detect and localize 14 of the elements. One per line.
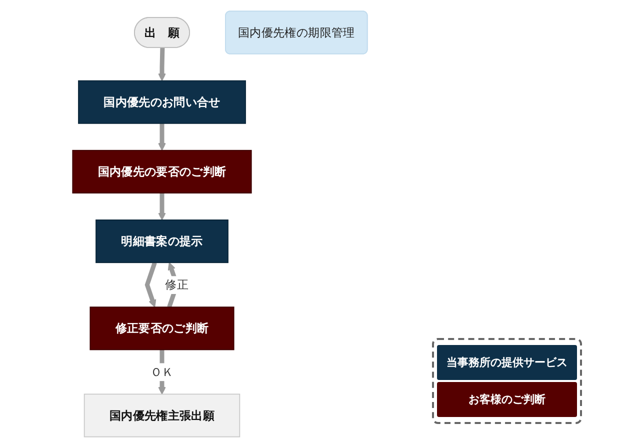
node-box: 明細書案の提示 [96,220,228,264]
edge-label: ＯＫ [150,364,174,378]
node-box: 国内優先のお問い合せ [78,80,246,124]
arrow [158,193,166,220]
node-box: 修正要否のご判断 [90,306,234,350]
arrow [158,48,166,82]
legend-key: 当事務所の提供サービス [437,345,577,380]
node-box: 国内優先権主張出願 [84,394,240,438]
arrow [144,262,157,308]
edge-label: 修正 [165,278,188,292]
legend-key: お客様のご判断 [437,382,577,417]
arrow [158,123,166,151]
arrow [158,350,166,395]
node-box: 国内優先の要否のご判断 [72,150,252,194]
